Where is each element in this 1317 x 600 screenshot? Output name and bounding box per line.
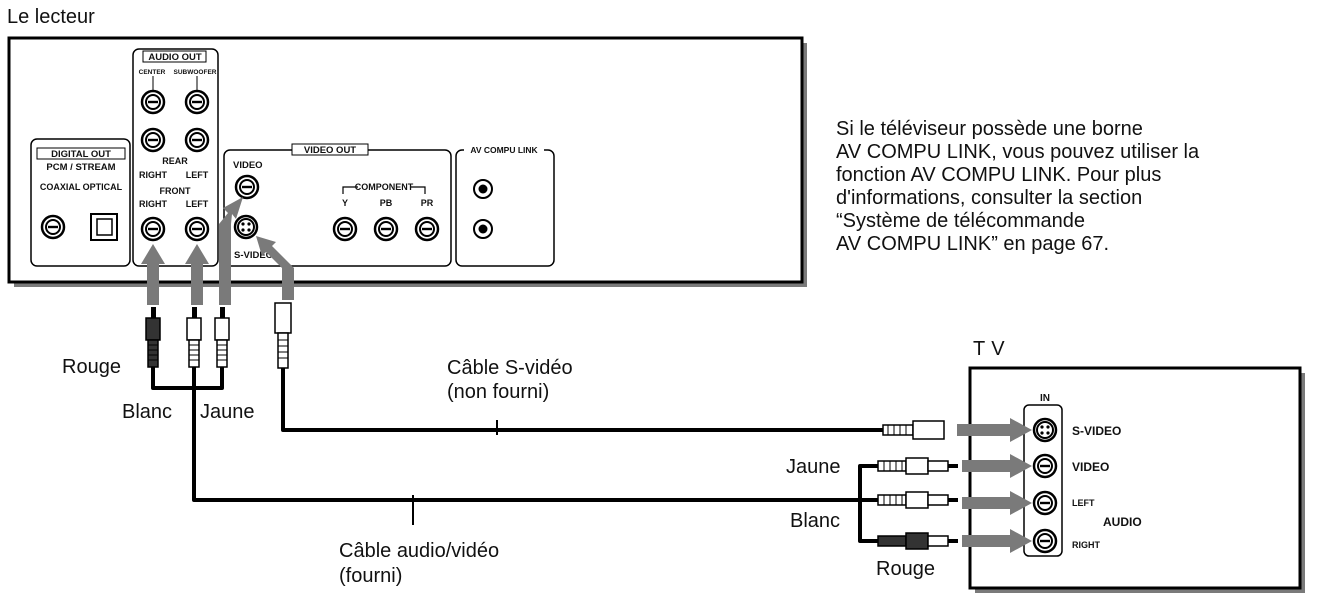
subwoofer-label: SUBWOOFER xyxy=(174,69,217,76)
tv-audio-label: AUDIO xyxy=(1103,515,1142,529)
audio-out-title: AUDIO OUT xyxy=(148,52,202,63)
tv-video-plug xyxy=(877,457,958,475)
tv-panel xyxy=(968,366,1302,590)
cables xyxy=(151,367,885,543)
front-label: FRONT xyxy=(160,186,191,196)
tv-arrows xyxy=(957,418,1032,553)
tv-blanc-label: Blanc xyxy=(790,510,840,532)
video-label: VIDEO xyxy=(233,160,263,171)
pb-jack xyxy=(373,216,399,242)
tv-plug-grips xyxy=(883,425,907,505)
note-line: fonction AV COMPU LINK. Pour plus xyxy=(836,164,1162,186)
av-compu-link-box xyxy=(455,149,555,267)
rear-label: REAR xyxy=(162,156,188,166)
front-right-jack xyxy=(140,216,166,242)
rear-left-jack xyxy=(184,127,210,153)
digital-out-title: DIGITAL OUT xyxy=(51,149,111,160)
player-arrows xyxy=(141,197,294,305)
front-right-label: RIGHT xyxy=(139,199,168,209)
y-label: Y xyxy=(342,198,348,208)
tv-svideo-label: S-VIDEO xyxy=(1072,424,1121,438)
svideo-plug xyxy=(274,302,292,369)
av-compu-link-note: Si le téléviseur possède une borne AV CO… xyxy=(836,118,1316,256)
tv-video-label: VIDEO xyxy=(1072,460,1109,474)
av-cable-label-2: (fourni) xyxy=(339,565,402,587)
digital-out-title-box xyxy=(36,147,126,160)
pr-jack xyxy=(414,216,440,242)
pr-label: PR xyxy=(421,198,434,208)
component-label: COMPONENT xyxy=(355,182,414,192)
svideo-jack xyxy=(233,214,259,240)
note-line: AV COMPU LINK, vous pouvez utiliser la xyxy=(836,141,1200,163)
rear-right-jack xyxy=(140,127,166,153)
front-left-jack xyxy=(184,216,210,242)
pb-label: PB xyxy=(380,198,393,208)
rca-plug-red xyxy=(145,307,161,368)
tv-left-jack xyxy=(1032,490,1058,516)
player-title: Le lecteur xyxy=(7,6,95,28)
y-jack xyxy=(332,216,358,242)
svideo-cable-label-1: Câble S-vidéo xyxy=(447,357,573,379)
blanc-label: Blanc xyxy=(122,401,172,423)
tv-left-plug xyxy=(877,491,958,509)
av-cable-label-1: Câble audio/vidéo xyxy=(339,540,499,562)
note-line: Si le téléviseur possède une borne xyxy=(836,118,1143,140)
tv-rouge-label: Rouge xyxy=(876,558,935,580)
rear-right-label: RIGHT xyxy=(139,170,168,180)
tv-right-plug xyxy=(877,532,958,550)
front-left-label: LEFT xyxy=(186,199,209,209)
tv-title: TV xyxy=(973,338,1011,360)
note-line: “Système de télécommande xyxy=(836,210,1086,232)
note-line: AV COMPU LINK” en page 67. xyxy=(836,233,1110,255)
tv-svideo-plug xyxy=(882,420,945,440)
center-label: CENTER xyxy=(139,69,166,76)
rca-plug-yellow xyxy=(214,307,230,368)
pcm-stream-label: PCM / STREAM xyxy=(46,162,115,173)
video-out-title-box xyxy=(291,143,369,156)
video-out-title: VIDEO OUT xyxy=(304,145,356,156)
rear-left-label: LEFT xyxy=(186,170,209,180)
video-jack xyxy=(234,174,260,200)
tv-left-label: LEFT xyxy=(1072,498,1095,508)
note-line: d'informations, consulter la section xyxy=(836,187,1143,209)
tv-svideo-jack xyxy=(1032,417,1058,443)
coaxial-jack xyxy=(40,214,66,240)
tv-in-box xyxy=(1023,404,1063,557)
subwoofer-jack xyxy=(184,89,210,115)
center-jack xyxy=(140,89,166,115)
jaune-label: Jaune xyxy=(200,401,255,423)
coaxial-optical-label: COAXIAL OPTICAL xyxy=(40,182,123,192)
tv-video-jack xyxy=(1032,453,1058,479)
tv-right-label: RIGHT xyxy=(1072,540,1101,550)
av-compu-link-title: AV COMPU LINK xyxy=(470,145,538,155)
svideo-label: S-VIDEO xyxy=(234,250,273,261)
rca-plug-white xyxy=(186,307,202,368)
audio-out-title-box xyxy=(142,50,207,63)
plug-grips xyxy=(148,339,288,361)
tv-right-jack xyxy=(1032,528,1058,554)
tv-in-label: IN xyxy=(1040,393,1050,404)
svideo-cable-label-2: (non fourni) xyxy=(447,381,549,403)
rouge-label: Rouge xyxy=(62,356,121,378)
tv-jaune-label: Jaune xyxy=(786,456,841,478)
